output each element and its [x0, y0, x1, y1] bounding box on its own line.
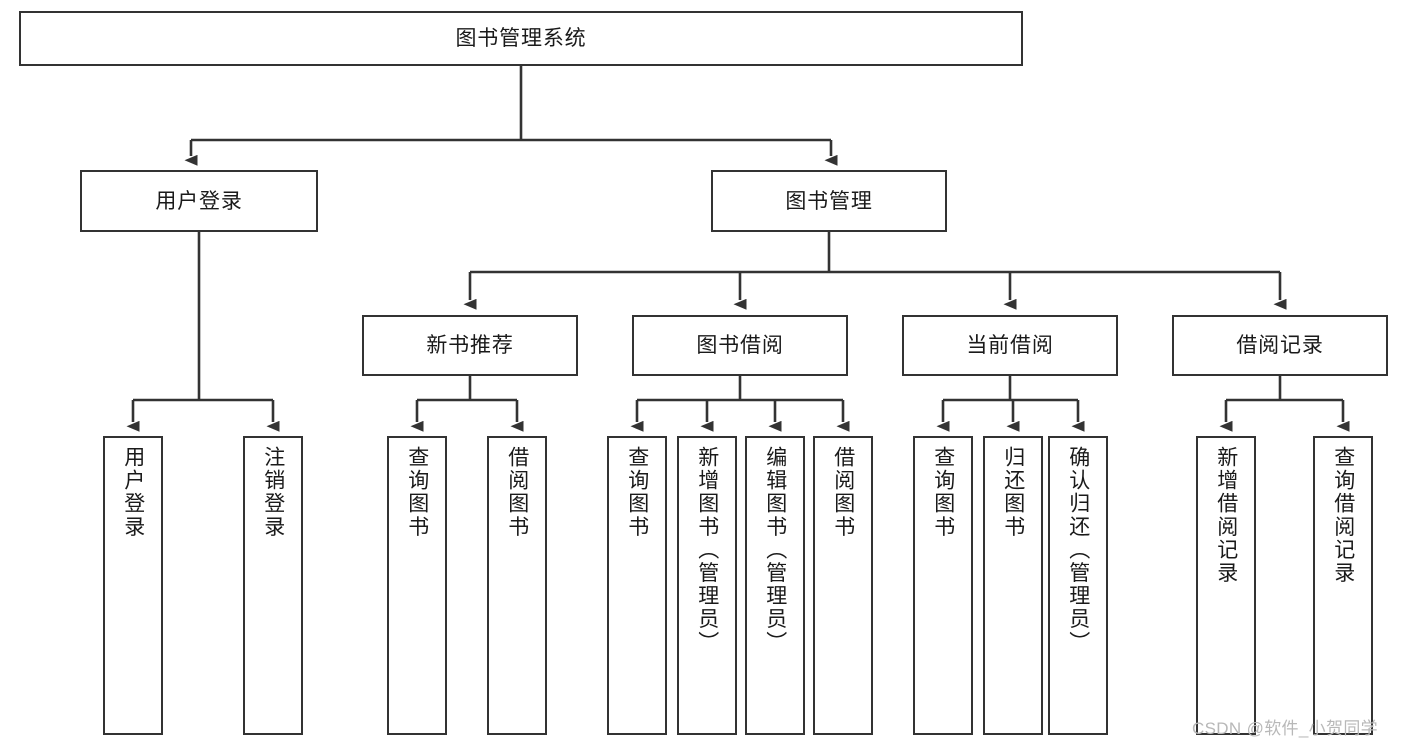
node-label: 图书借阅 — [696, 334, 784, 357]
edge-root-to-level2 — [184, 66, 838, 166]
leaf-confirm-return-admin[interactable]: 确认归还（管理员） — [1048, 436, 1108, 735]
edge-borrowrecord-to-leaves — [1219, 376, 1350, 432]
node-user-login[interactable]: 用户登录 — [80, 170, 318, 232]
node-label: 新增借阅记录 — [1214, 446, 1238, 585]
leaf-add-borrow-record[interactable]: 新增借阅记录 — [1196, 436, 1256, 735]
node-label: 借阅图书 — [831, 446, 855, 539]
node-label: 借阅记录 — [1236, 334, 1324, 357]
leaf-logout[interactable]: 注销登录 — [243, 436, 303, 735]
leaf-query-book-current[interactable]: 查询图书 — [913, 436, 973, 735]
node-book-borrow[interactable]: 图书借阅 — [632, 315, 848, 376]
node-root-system[interactable]: 图书管理系统 — [19, 11, 1023, 66]
edge-userlogin-to-leaves — [126, 232, 280, 432]
node-current-borrow[interactable]: 当前借阅 — [902, 315, 1118, 376]
edge-newbook-to-leaves — [410, 376, 524, 432]
node-label: 归还图书 — [1001, 446, 1025, 539]
edge-bookmgmt-to-level3 — [463, 232, 1287, 310]
node-book-management[interactable]: 图书管理 — [711, 170, 947, 232]
leaf-add-book-admin[interactable]: 新增图书（管理员） — [677, 436, 737, 735]
node-label: 用户登录 — [155, 189, 243, 213]
node-label: 借阅图书 — [505, 446, 529, 539]
node-label: 查询借阅记录 — [1331, 446, 1355, 585]
leaf-borrow-book-recommend[interactable]: 借阅图书 — [487, 436, 547, 735]
watermark: CSDN @软件_小贺同学 — [1192, 719, 1379, 738]
edge-currentborrow-to-leaves — [936, 376, 1085, 432]
node-label: 注销登录 — [261, 446, 285, 539]
node-new-book-recommend[interactable]: 新书推荐 — [362, 315, 578, 376]
leaf-query-borrow-record[interactable]: 查询借阅记录 — [1313, 436, 1373, 735]
node-label: 查询图书 — [625, 446, 649, 539]
node-label: 图书管理 — [785, 189, 873, 213]
leaf-query-book-borrow[interactable]: 查询图书 — [607, 436, 667, 735]
node-label: 确认归还（管理员） — [1066, 446, 1090, 654]
edge-bookborrow-to-leaves — [630, 376, 850, 432]
leaf-query-book-recommend[interactable]: 查询图书 — [387, 436, 447, 735]
node-label: 图书管理系统 — [455, 27, 587, 50]
node-label: 用户登录 — [121, 446, 145, 539]
leaf-borrow-book[interactable]: 借阅图书 — [813, 436, 873, 735]
leaf-user-login[interactable]: 用户登录 — [103, 436, 163, 735]
node-label: 查询图书 — [931, 446, 955, 539]
leaf-edit-book-admin[interactable]: 编辑图书（管理员） — [745, 436, 805, 735]
node-label: 编辑图书（管理员） — [763, 446, 787, 654]
node-label: 查询图书 — [405, 446, 429, 539]
node-label: 当前借阅 — [966, 334, 1054, 357]
node-label: 新增图书（管理员） — [695, 446, 719, 654]
node-borrow-record[interactable]: 借阅记录 — [1172, 315, 1388, 376]
node-label: 新书推荐 — [426, 334, 514, 357]
leaf-return-book[interactable]: 归还图书 — [983, 436, 1043, 735]
